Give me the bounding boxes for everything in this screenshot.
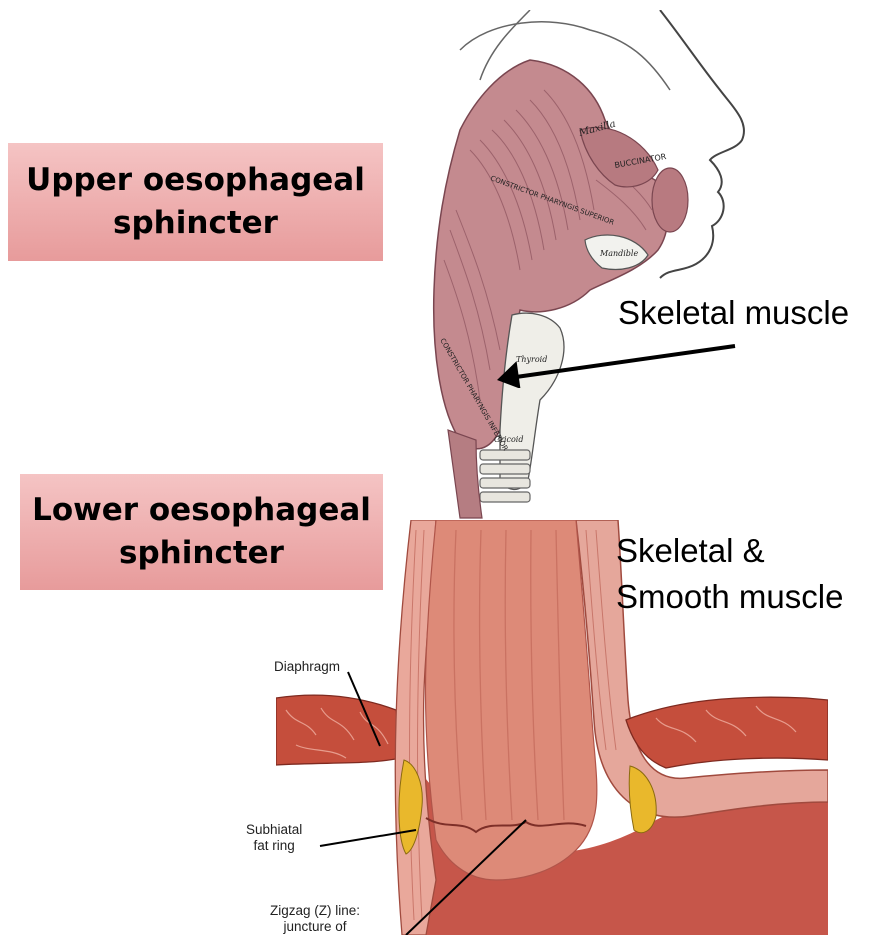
- skeletal-muscle-arrow: [495, 340, 740, 388]
- fat-ring-line2: fat ring: [246, 838, 302, 854]
- lower-sphincter-label-box: Lower oesophageal sphincter: [20, 474, 383, 590]
- subhiatal-fat-ring-label: Subhiatal fat ring: [246, 822, 302, 853]
- skeletal-muscle-caption: Skeletal muscle: [618, 290, 849, 336]
- pharynx-muscle-illustration: Maxilla BUCCINATOR CONSTRICTOR PHARYNGIS…: [420, 10, 760, 520]
- fat-ring-line1: Subhiatal: [246, 822, 302, 838]
- skeletal-smooth-muscle-caption: Skeletal & Smooth muscle: [616, 528, 843, 619]
- zigzag-line2: juncture of: [270, 919, 360, 935]
- zigzag-line-label: Zigzag (Z) line: juncture of: [270, 903, 360, 934]
- upper-sphincter-line1: Upper oesophageal: [26, 159, 365, 202]
- skeletal-and-line: Skeletal &: [616, 528, 843, 574]
- zigzag-line1: Zigzag (Z) line:: [270, 903, 360, 919]
- smooth-muscle-line: Smooth muscle: [616, 574, 843, 620]
- diaphragm-label: Diaphragm: [274, 659, 340, 675]
- upper-sphincter-line2: sphincter: [26, 202, 365, 245]
- mandible-label: Mandible: [599, 249, 638, 258]
- lower-sphincter-line2: sphincter: [32, 532, 371, 575]
- upper-sphincter-label-box: Upper oesophageal sphincter: [8, 143, 383, 261]
- cricoid-label: Cricoid: [494, 435, 523, 444]
- lower-sphincter-line1: Lower oesophageal: [32, 489, 371, 532]
